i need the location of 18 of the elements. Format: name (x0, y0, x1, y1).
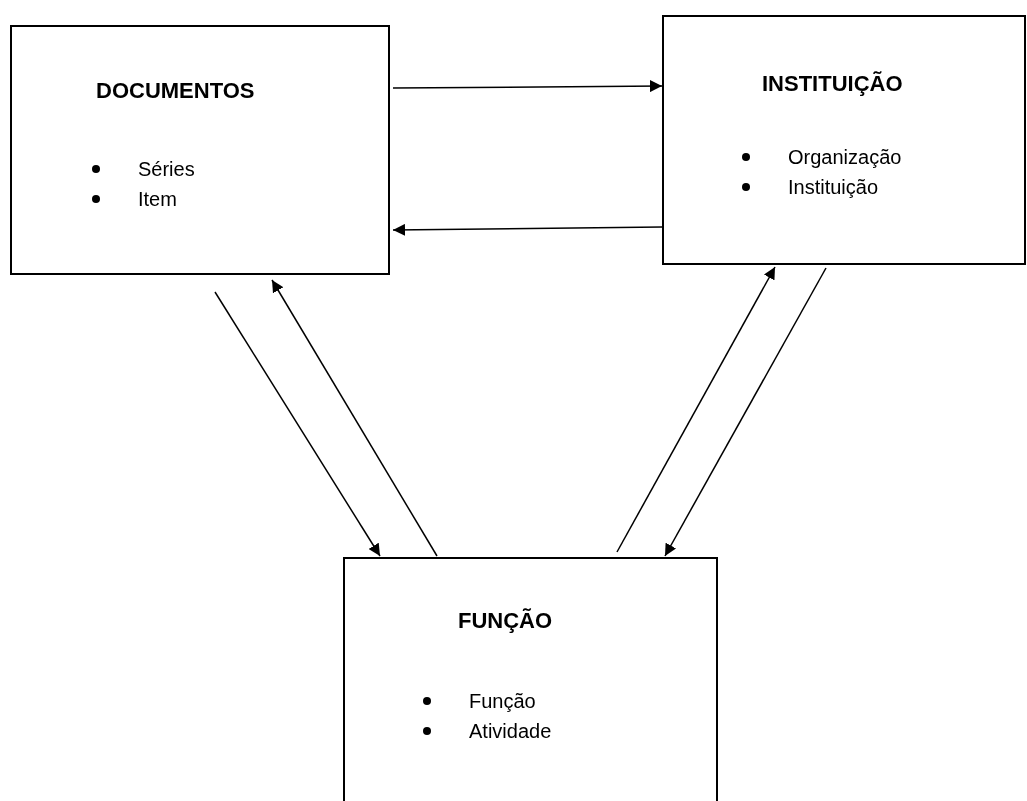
arrow (271, 279, 438, 557)
bullet-item: Item (92, 187, 195, 211)
bullet-item: Séries (92, 157, 195, 181)
arrow (664, 267, 827, 557)
entity-box (10, 25, 390, 275)
bullet-item: Instituição (742, 175, 902, 199)
box-heading: FUNÇÃO (458, 607, 553, 635)
bullet-item: Organização (742, 145, 902, 169)
arrow (214, 291, 381, 557)
bullet-item: Atividade (423, 719, 552, 743)
bullet-item: Função (423, 689, 552, 713)
box-heading: DOCUMENTOS (96, 77, 255, 105)
arrow (616, 266, 776, 553)
entity-box (343, 557, 718, 801)
arrow (392, 80, 663, 93)
arrow (392, 223, 663, 236)
box-heading: INSTITUIÇÃO (762, 70, 903, 98)
entity-box (662, 15, 1026, 265)
